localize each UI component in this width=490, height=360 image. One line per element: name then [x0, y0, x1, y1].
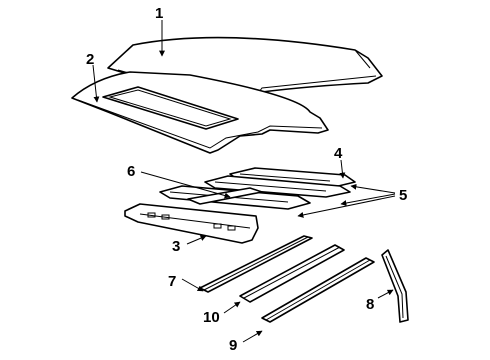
leader-10 — [223, 301, 241, 314]
leader-9 — [242, 330, 263, 343]
callout-9: 9 — [229, 337, 237, 354]
roof-panel-sunroof — [71, 71, 329, 154]
callout-1: 1 — [155, 5, 163, 22]
callout-4: 4 — [334, 145, 343, 162]
roof-rail-inner — [239, 244, 345, 303]
leader-5b — [340, 193, 396, 206]
leader-5c — [297, 195, 396, 218]
pillar-trim — [381, 249, 409, 323]
callout-8: 8 — [366, 296, 374, 313]
roof-bow-mid-1 — [204, 175, 351, 198]
callout-5: 5 — [399, 187, 407, 204]
roof-rail-left — [199, 235, 313, 293]
roof-front-header — [124, 203, 259, 244]
leader-7 — [181, 278, 204, 292]
callout-7: 7 — [168, 273, 176, 290]
roof-rail-outer — [261, 257, 375, 323]
leader-2 — [92, 64, 100, 103]
leader-6 — [140, 171, 231, 199]
leader-3 — [186, 235, 207, 245]
callout-2: 2 — [86, 51, 94, 68]
callout-10: 10 — [203, 309, 220, 326]
leader-5a — [350, 183, 396, 194]
leader-8 — [377, 289, 394, 299]
callout-6: 6 — [127, 163, 135, 180]
callout-3: 3 — [172, 238, 180, 255]
leader-4 — [339, 159, 346, 179]
